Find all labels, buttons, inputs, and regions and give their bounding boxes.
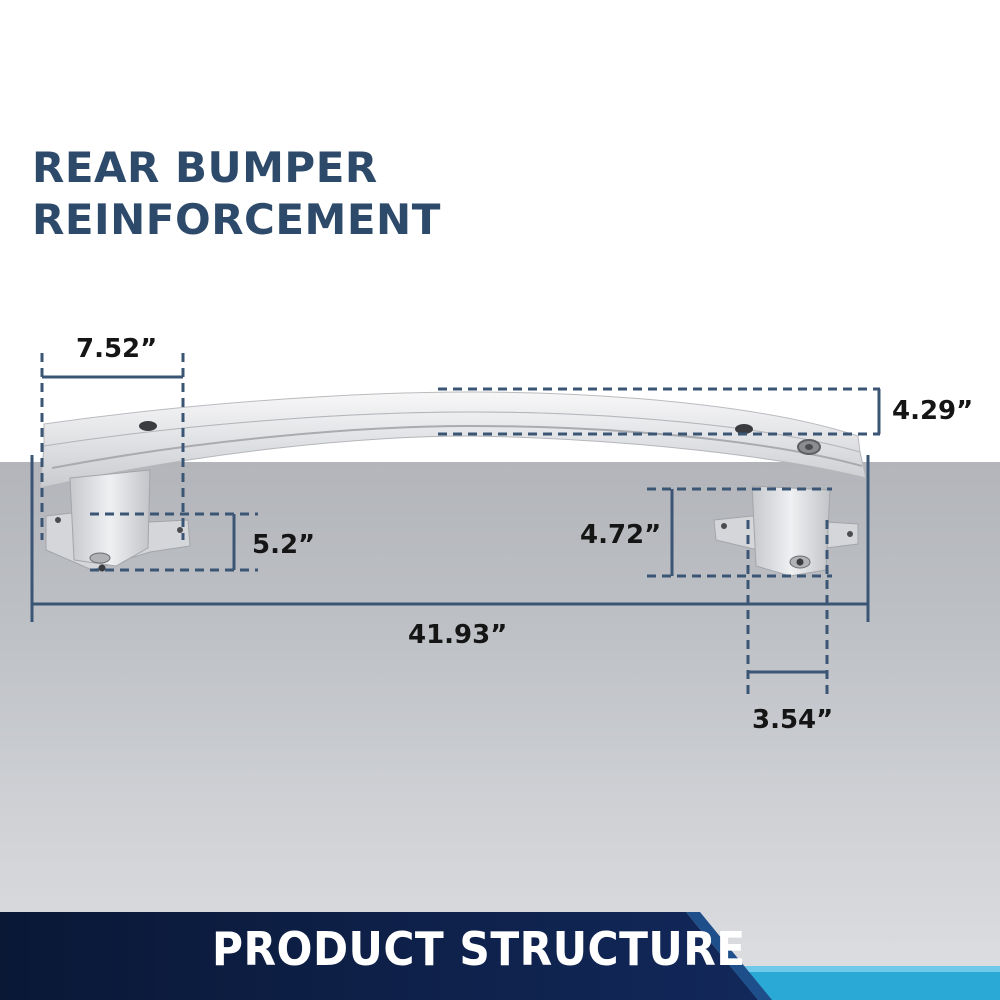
- left-weld-nut: [89, 552, 111, 564]
- left-bracket: [45, 469, 191, 572]
- dim-overall-length: [30, 455, 870, 622]
- banner-edge-highlight: [686, 912, 772, 1000]
- banner-label: PRODUCT STRUCTURE: [212, 922, 746, 976]
- left-bracket-body: [69, 469, 151, 567]
- dimension-label-left-bracket-height: 5.2”: [252, 530, 316, 560]
- left-flange-hole-2: [177, 527, 183, 533]
- dim-beam-height: [438, 387, 881, 436]
- banner-dark-panel: [0, 912, 758, 1000]
- dim-right-bracket-height: [647, 487, 832, 578]
- beam-front-face: [39, 411, 867, 489]
- dimension-label-overall-length: 41.93”: [408, 620, 508, 650]
- page-title: REAR BUMPER REINFORCEMENT: [32, 142, 441, 246]
- dim-bracket-depth: [746, 520, 829, 698]
- mount-hole-left: [139, 421, 157, 431]
- beam-groove: [51, 424, 863, 469]
- right-bolt: [796, 558, 804, 566]
- left-bolt: [98, 564, 106, 572]
- left-flange-hole-1: [55, 517, 61, 523]
- dimension-label-right-bracket-height: 4.72”: [580, 520, 662, 550]
- right-flange-hole-2: [847, 531, 853, 537]
- bumper-beam: [39, 391, 867, 489]
- dimension-lines: [30, 353, 881, 698]
- dim-left-bracket-height: [90, 512, 258, 572]
- title-line-1: REAR BUMPER: [32, 143, 378, 192]
- dimension-label-bracket-width: 7.52”: [76, 334, 158, 364]
- right-bracket: [713, 485, 859, 577]
- mount-hole-right: [735, 424, 753, 434]
- background-floor: [0, 462, 1000, 1000]
- title-line-2: REINFORCEMENT: [32, 195, 441, 244]
- tow-nut-center: [805, 444, 813, 450]
- bottom-banner: [0, 912, 1000, 1000]
- dimension-label-bracket-depth: 3.54”: [752, 705, 834, 735]
- dim-bracket-width: [40, 353, 185, 540]
- background-white: [0, 0, 1000, 462]
- dimension-label-beam-height: 4.29”: [892, 396, 974, 426]
- right-flange-hole-1: [721, 523, 727, 529]
